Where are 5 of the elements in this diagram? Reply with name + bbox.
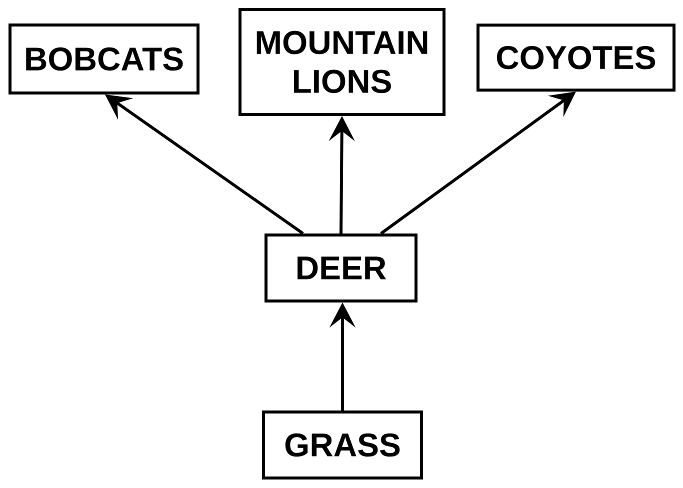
organism-box: BOBCATS — [8, 24, 200, 94]
organism-box: COYOTES — [476, 24, 676, 92]
organism-box: GRASS — [262, 410, 423, 480]
organism-box: DEER — [264, 234, 418, 302]
organism-box: MOUNTAIN LIONS — [238, 8, 446, 116]
